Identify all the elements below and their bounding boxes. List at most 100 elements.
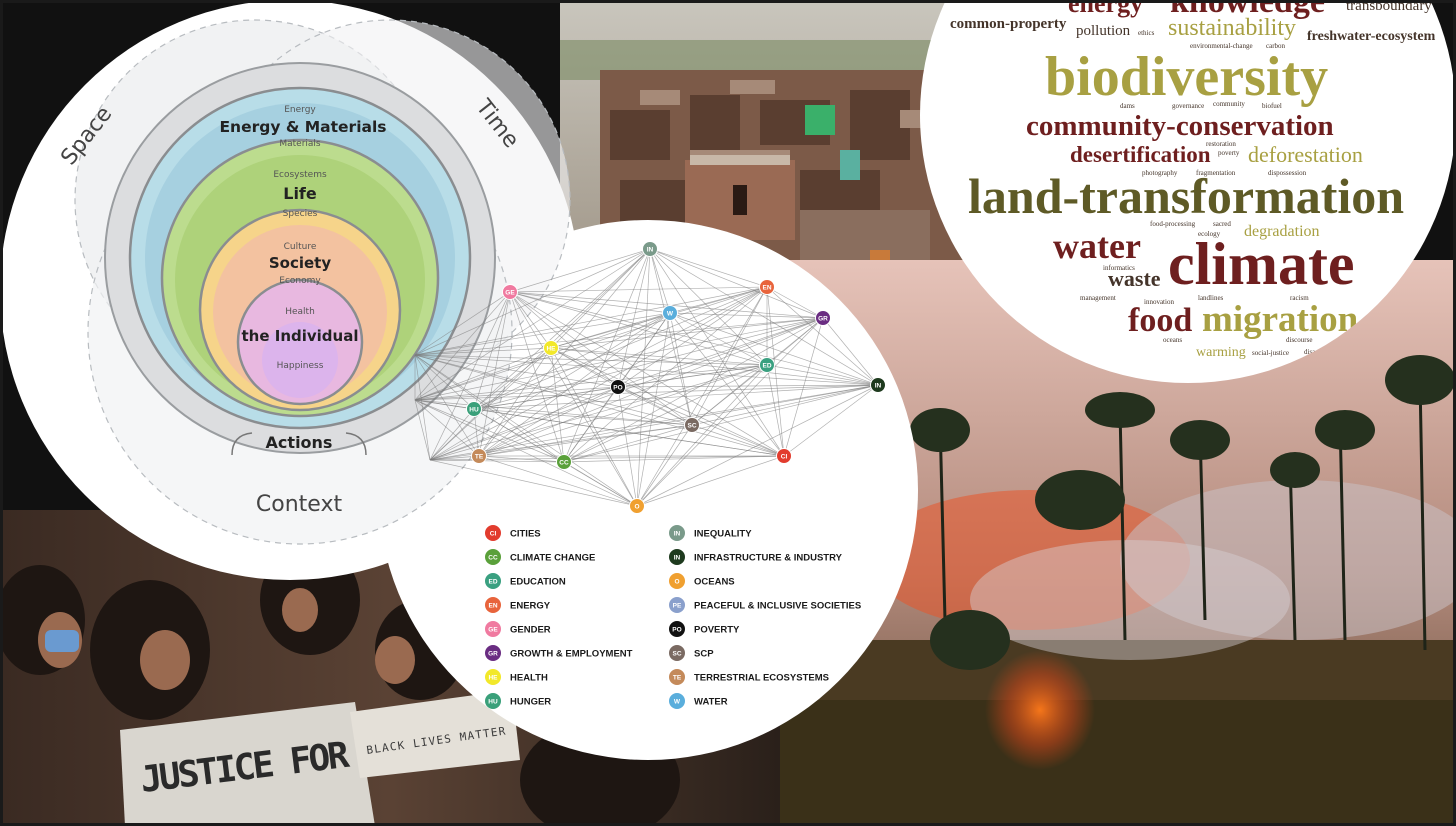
word-38: oceans	[1163, 336, 1182, 344]
network-node-en: EN	[759, 279, 775, 295]
legend-badge-code: IN	[674, 530, 681, 537]
network-edge	[414, 354, 785, 457]
network-edge	[429, 459, 638, 507]
legend-badge	[485, 525, 501, 541]
word-0: energy	[1068, 0, 1143, 18]
network-edge	[414, 354, 638, 507]
legend-badge-code: CI	[490, 530, 497, 537]
network-edge	[766, 364, 785, 457]
network-edge	[563, 386, 619, 463]
network-node-dot	[502, 284, 518, 300]
legend-badge	[669, 549, 685, 565]
network-node-dot	[629, 498, 645, 514]
layer-society-main: Society	[269, 254, 331, 272]
network-edge	[509, 291, 638, 507]
network-edge	[414, 248, 651, 401]
network-node-code: CC	[559, 459, 569, 466]
protest-sign-small: BLACK LIVES MATTER	[350, 690, 520, 778]
network-node-code: GR	[818, 315, 828, 322]
network-node-hu: HU	[466, 401, 482, 417]
network-node-code: O	[634, 503, 639, 510]
network-edge	[636, 424, 693, 507]
word-17: desertification	[1070, 142, 1211, 167]
network-edge	[509, 291, 879, 386]
layer-individual-bottom: Happiness	[277, 361, 324, 371]
network-edge	[478, 312, 671, 457]
network-edge	[669, 312, 879, 386]
network-edge	[509, 291, 619, 388]
network-edge	[783, 317, 824, 457]
context-label: Context	[256, 492, 343, 517]
legend-badge-code: PE	[673, 602, 682, 609]
legend-badge	[485, 621, 501, 637]
legend-badge	[669, 573, 685, 589]
network-edge	[414, 317, 824, 356]
word-40: warming	[1196, 345, 1246, 360]
network-edge	[429, 286, 768, 461]
word-11: dams	[1120, 102, 1135, 110]
legend-badge	[669, 645, 685, 661]
network-edge	[414, 399, 431, 461]
legend-label: HEALTH	[510, 672, 548, 683]
network-edge	[649, 248, 768, 366]
network-node-dot	[684, 417, 700, 433]
network-node-code: GE	[505, 289, 515, 296]
legend-label: TERRESTRIAL ECOSYSTEMS	[694, 672, 829, 683]
word-2: transboundary	[1346, 0, 1432, 14]
word-39: discourse	[1286, 336, 1312, 344]
network-edge	[414, 399, 565, 463]
network-edge	[563, 424, 693, 463]
network-edge	[414, 286, 768, 356]
network-node-dot	[815, 310, 831, 326]
actions-label: Actions	[266, 433, 333, 452]
network-node-cc: CC	[556, 454, 572, 470]
network-edge	[550, 312, 671, 349]
network-node-dot	[776, 448, 792, 464]
network-node-code: ED	[762, 362, 771, 369]
word-30: informatics	[1103, 264, 1135, 272]
network-edge	[766, 286, 824, 319]
network-edge	[473, 291, 511, 410]
word-8: environmental-change	[1190, 42, 1253, 50]
network-node-dot	[610, 379, 626, 395]
network-edge	[478, 455, 638, 507]
network-edge	[550, 347, 768, 366]
word-35: racism	[1290, 294, 1309, 302]
network-node-ed: ED	[759, 357, 775, 373]
word-13: community	[1213, 100, 1245, 108]
network-edge	[636, 364, 768, 507]
network-edge	[429, 364, 768, 461]
network-edge	[509, 291, 824, 319]
word-33: innovation	[1144, 298, 1174, 306]
network-edge	[822, 317, 879, 386]
legend-badge-code: EN	[488, 602, 497, 609]
legend-badge-code: HE	[488, 674, 498, 681]
legend-item-he: HE HEALTH	[485, 669, 548, 685]
network-edge	[691, 286, 768, 426]
network-node-dot	[662, 305, 678, 321]
word-29: climate	[1168, 231, 1355, 297]
network-edge	[649, 248, 671, 314]
network-node-code: EN	[762, 284, 771, 291]
network-edge	[414, 354, 768, 366]
network-edge	[414, 386, 619, 401]
network-node-code: PO	[613, 384, 622, 391]
legend-badge	[485, 693, 501, 709]
network-edge	[429, 459, 565, 463]
network-edge	[636, 384, 879, 507]
network-edge	[550, 286, 768, 349]
word-22: dispossession	[1268, 169, 1307, 177]
word-12: governance	[1172, 102, 1204, 110]
legend-label: WATER	[694, 696, 728, 707]
network-edge	[636, 317, 824, 507]
network-edge	[617, 248, 651, 388]
network-edge	[429, 386, 619, 461]
network-edge	[509, 291, 565, 463]
network-edge	[550, 347, 565, 463]
